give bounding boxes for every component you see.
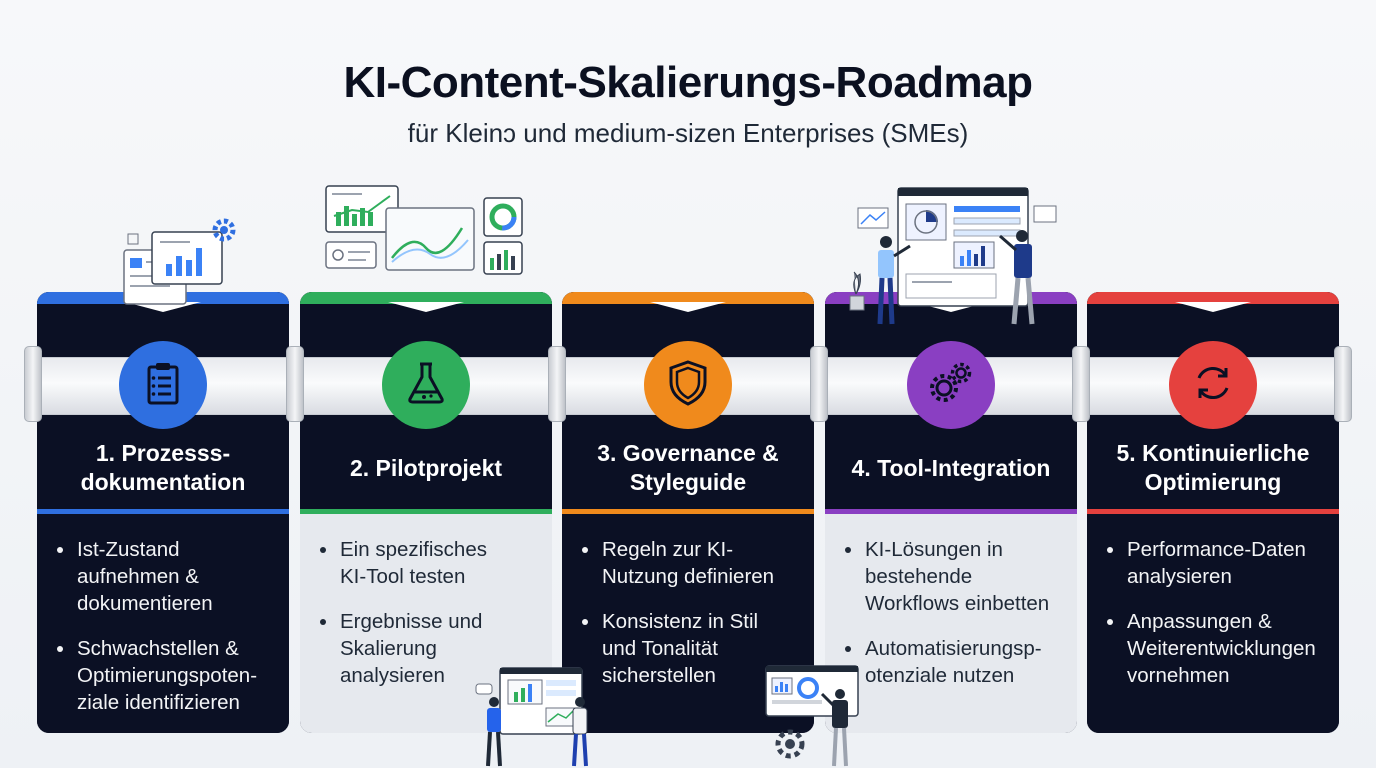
pipe-end-left bbox=[24, 346, 42, 422]
shield-icon bbox=[663, 358, 713, 413]
pipe-joint bbox=[810, 346, 828, 422]
card-notch bbox=[913, 302, 989, 312]
people-analysis-illustration bbox=[475, 667, 588, 767]
card-divider bbox=[825, 509, 1077, 514]
step-bullet: Ist-Zustand aufnehmen & dokumentieren bbox=[57, 536, 275, 617]
step-bullets: KI-Lösungen in bestehende Workflows einb… bbox=[825, 514, 1077, 689]
card-notch bbox=[388, 302, 464, 312]
step-heading: 4. Tool-Integration bbox=[851, 454, 1051, 481]
pipe-end-right bbox=[1334, 346, 1352, 422]
step-bullet: Ein spezifisches KI-Tool testen bbox=[320, 536, 538, 590]
step-bullet: Performance-Daten analysieren bbox=[1107, 536, 1325, 590]
card-divider bbox=[300, 509, 552, 514]
page-subtitle: für Kleinɔ und medium-sizen Enterprises … bbox=[407, 118, 969, 148]
step-bullet: Automatisierungsp- otenziale nutzen bbox=[845, 635, 1063, 689]
step-icon-badge bbox=[907, 341, 995, 429]
step-heading: 5. Kontinuierliche Optimierung bbox=[1116, 440, 1310, 495]
step-icon-badge bbox=[1169, 341, 1257, 429]
card-notch bbox=[125, 302, 201, 312]
step-bullet: Ergebnisse und Skalierung analysieren bbox=[320, 608, 538, 689]
card-divider bbox=[37, 509, 289, 514]
card-notch bbox=[1175, 302, 1251, 312]
clipboard-icon bbox=[138, 358, 188, 413]
step-heading: 2. Pilotprojekt bbox=[349, 454, 503, 481]
card-divider bbox=[1087, 509, 1339, 514]
team-presentation-illustration bbox=[849, 187, 1057, 325]
step-heading: 3. Governance & Styleguide bbox=[597, 440, 779, 495]
step-bullet: KI-Lösungen in bestehende Workflows einb… bbox=[845, 536, 1063, 617]
pipe-joint bbox=[1072, 346, 1090, 422]
page-title: KI-Content-Skalierungs-Roadmap bbox=[343, 58, 1033, 107]
step-heading: 1. Prozesss- dokumentation bbox=[80, 440, 246, 495]
step-body: KI-Lösungen in bestehende Workflows einb… bbox=[825, 514, 1077, 733]
step-icon-badge bbox=[644, 341, 732, 429]
step-bullet: Schwachstellen & Optimierungspoten- zial… bbox=[57, 635, 275, 716]
step-icon-badge bbox=[119, 341, 207, 429]
card-accent-bar bbox=[562, 292, 814, 304]
analytics-dashboard-illustration bbox=[123, 218, 236, 305]
flask-icon bbox=[401, 358, 451, 413]
card-notch bbox=[650, 302, 726, 312]
step-bullet: Regeln zur KI- Nutzung definieren bbox=[582, 536, 800, 590]
card-divider bbox=[562, 509, 814, 514]
card-accent-bar bbox=[300, 292, 552, 304]
refresh-icon bbox=[1188, 358, 1238, 413]
step-icon-badge bbox=[382, 341, 470, 429]
person-dashboard-illustration bbox=[765, 665, 859, 767]
step-bullet: Anpassungen & Weiterentwicklungen vorneh… bbox=[1107, 608, 1325, 689]
step-bullet: Konsistenz in Stil und Tonalität sichers… bbox=[582, 608, 800, 689]
charts-illustration bbox=[325, 185, 523, 275]
gears-icon bbox=[926, 358, 976, 413]
pipe-joint bbox=[548, 346, 566, 422]
card-accent-bar bbox=[1087, 292, 1339, 304]
pipe-joint bbox=[286, 346, 304, 422]
